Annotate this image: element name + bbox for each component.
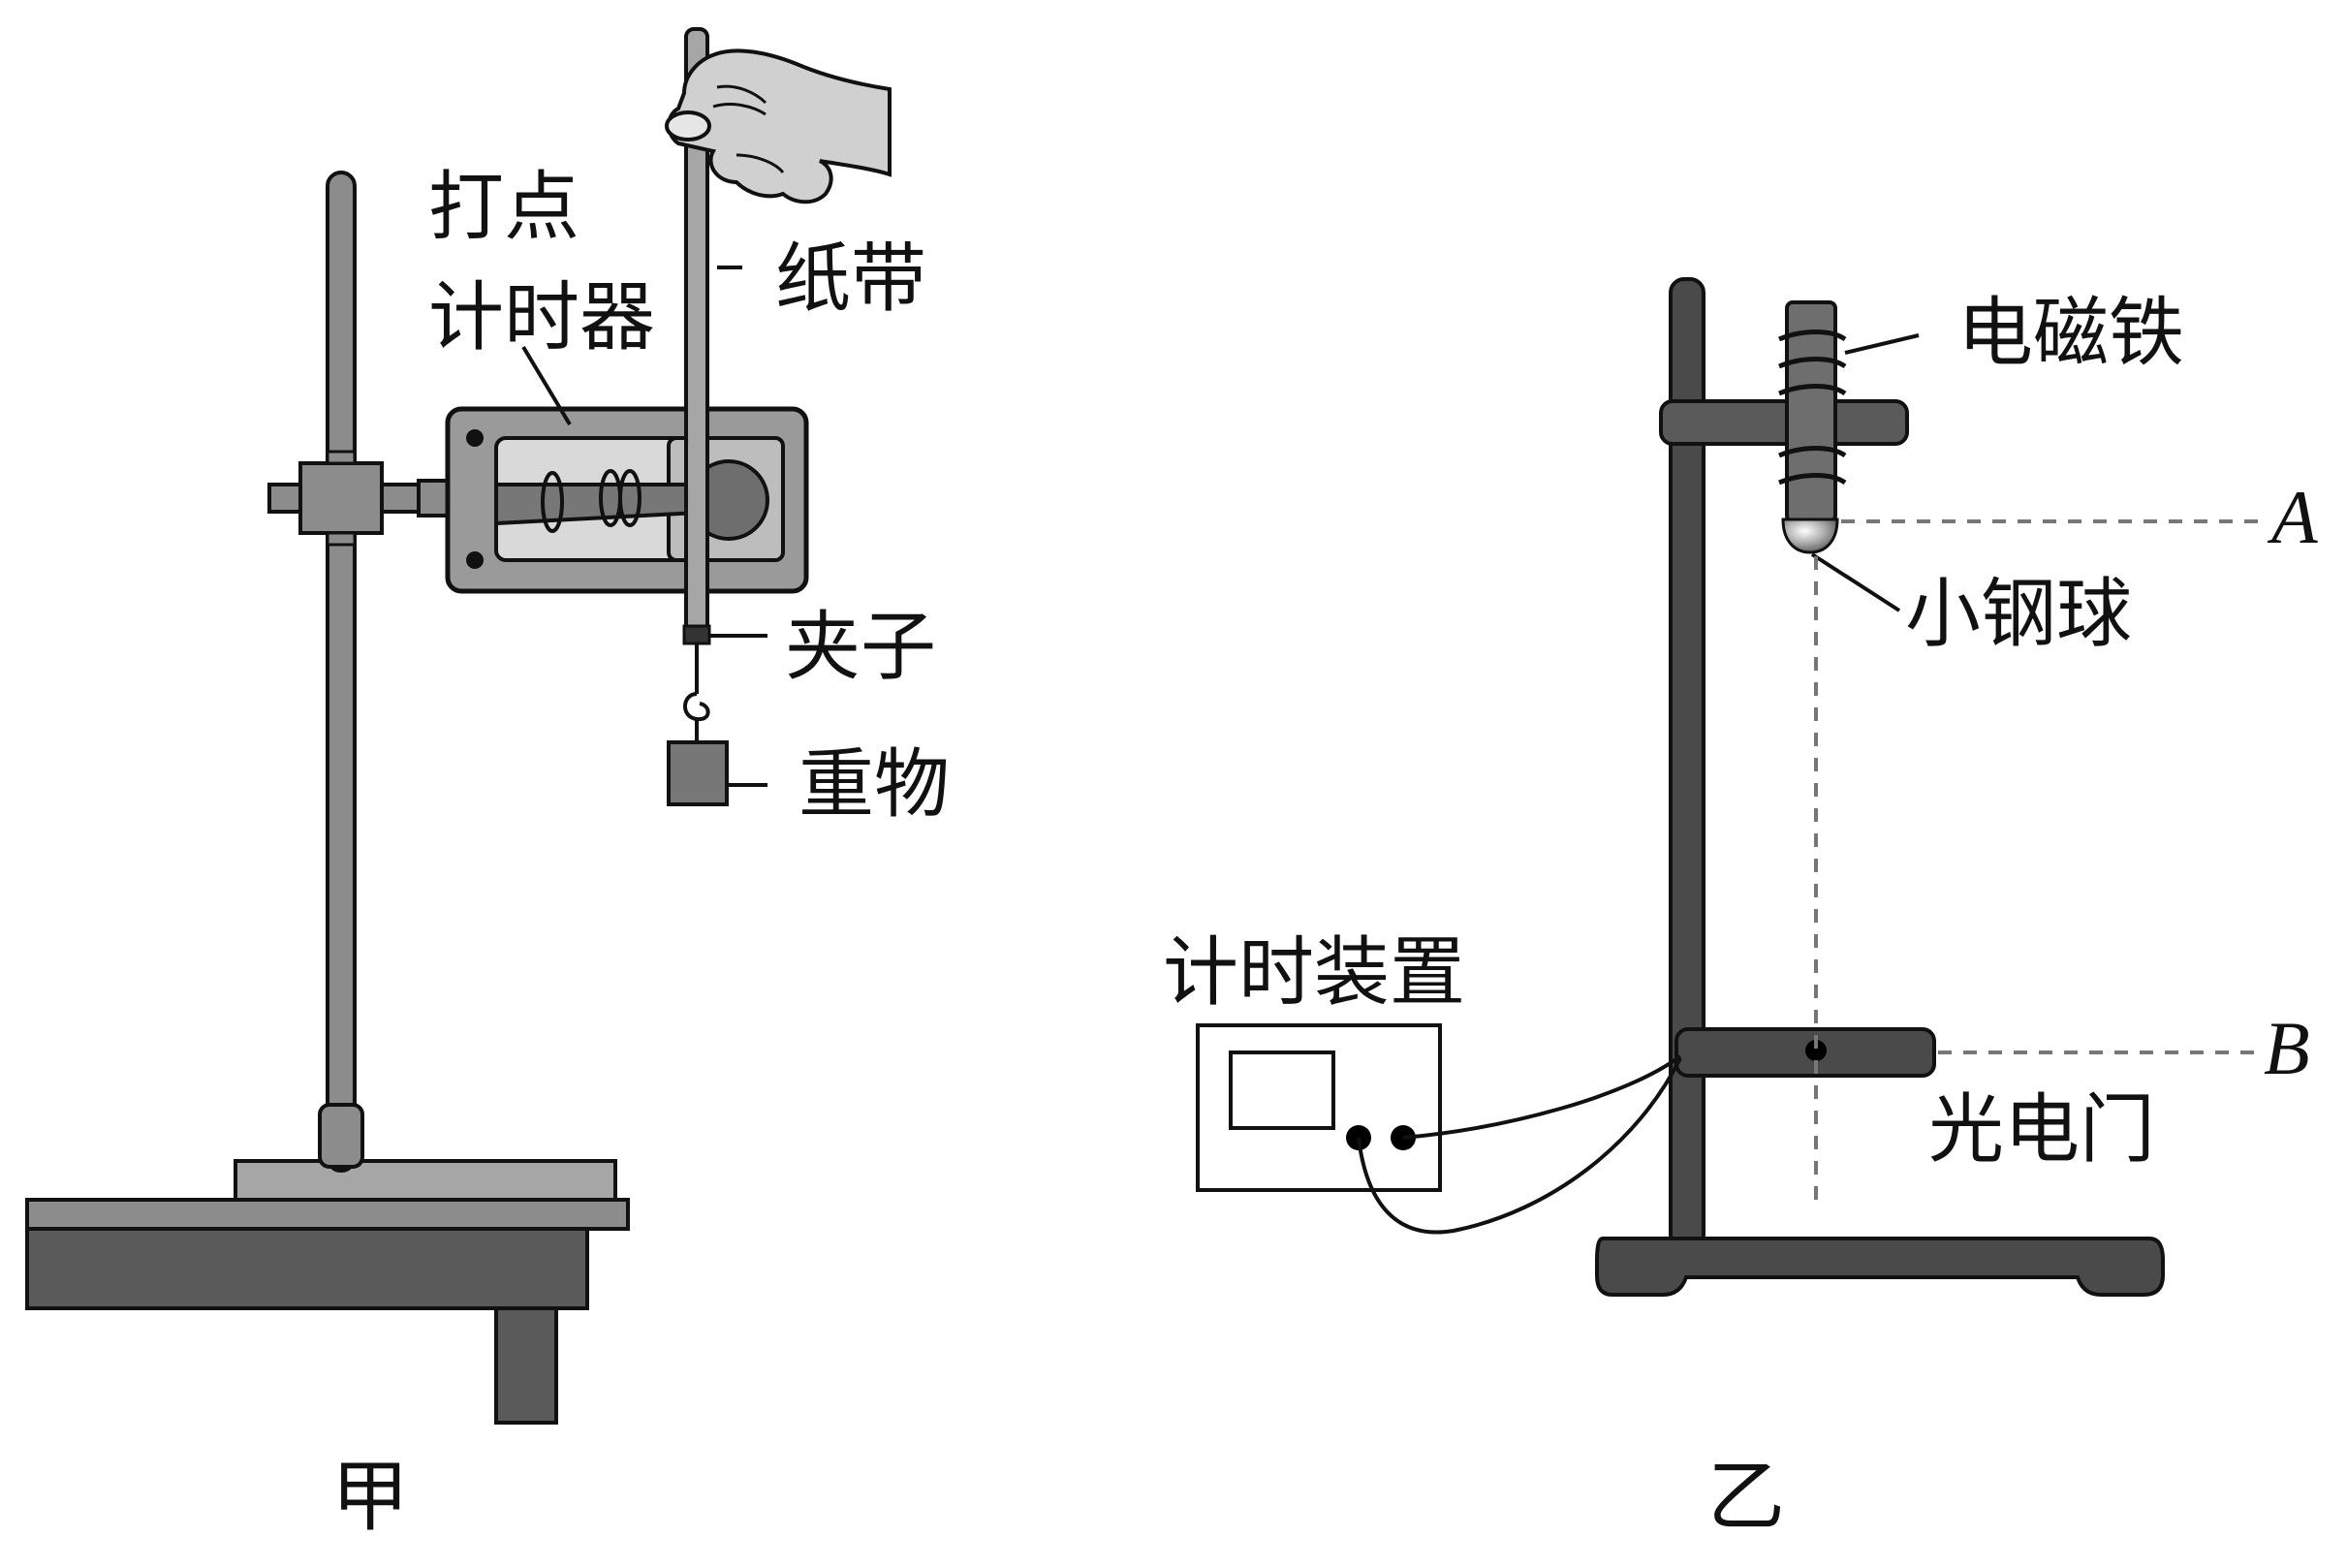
reference-lines [1814,519,2268,1211]
figure-b: 电磁铁 A 小钢球 计时装置 B 光电门 乙 [1163,277,2318,1542]
label-paper-tape: 纸带 [775,235,926,323]
table [25,1159,630,1425]
hand-icon [665,48,892,204]
stand-rod [318,171,364,1173]
caption-a: 甲 [331,1452,409,1542]
caption-b: 乙 [1707,1452,1785,1542]
wires [1357,1054,1682,1235]
label-weight: 重物 [798,741,950,829]
cross-clamp [267,450,479,547]
label-electromagnet: 电磁铁 [1957,290,2184,377]
figure-a: 打点 计时器 纸带 夹子 重物 甲 [25,27,950,1542]
label-point-b: B [2264,1006,2310,1090]
label-timer-device: 计时装置 [1163,929,1465,1017]
label-steel-ball: 小钢球 [1905,571,2132,658]
label-photogate: 光电门 [1928,1086,2155,1174]
ticker-timer [445,406,809,594]
leader-lines-a [521,266,767,787]
label-point-a: A [2267,475,2318,559]
retort-stand [1595,277,2165,1297]
paper-tape [682,27,711,645]
steel-ball-icon [1781,517,1901,612]
label-timer-line2: 计时器 [428,274,655,361]
timer-device [1196,1023,1442,1192]
label-timer-line1: 打点 [428,164,579,251]
hook-and-weight [667,643,729,806]
label-clip: 夹子 [785,604,936,691]
